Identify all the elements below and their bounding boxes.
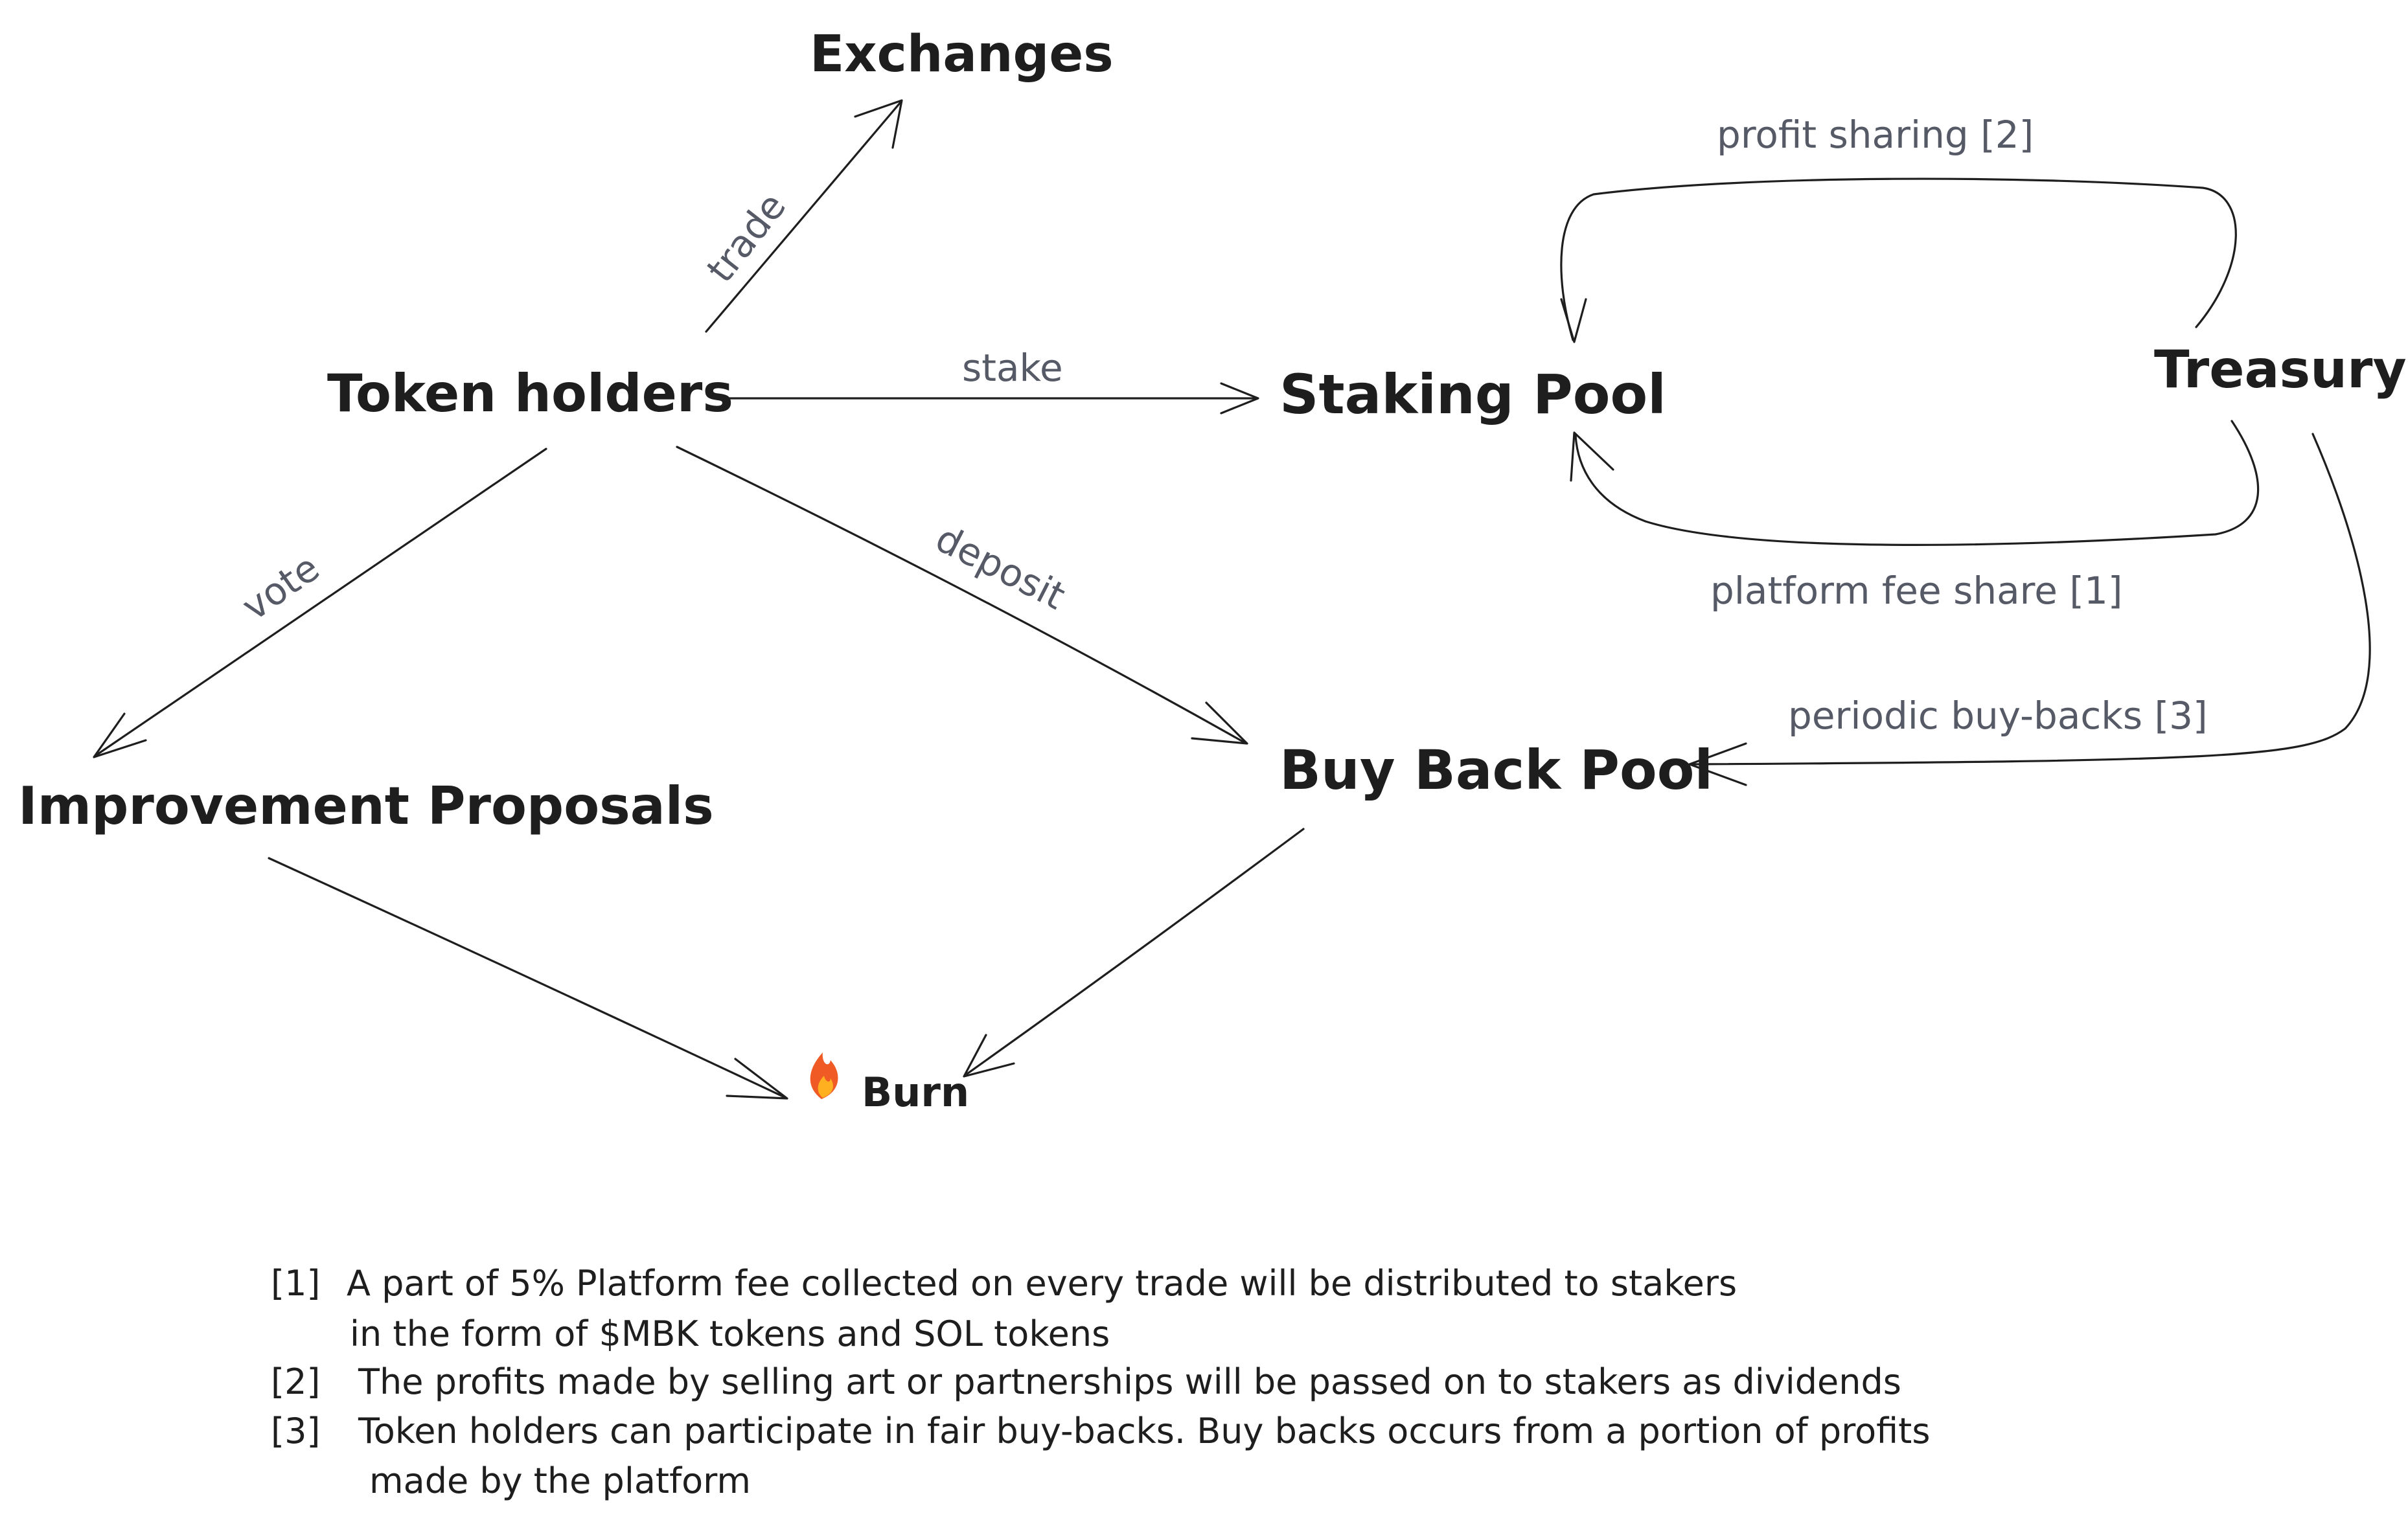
- edge-periodic-buy-backs: [1688, 433, 2371, 786]
- node-burn: Burn: [810, 1052, 969, 1116]
- note-3-line-1: Token holders can participate in fair bu…: [358, 1411, 1931, 1451]
- edge-stake: [720, 382, 1259, 415]
- node-treasury: Treasury: [2154, 339, 2407, 400]
- note-2-marker: [2]: [271, 1361, 321, 1402]
- node-staking-pool: Staking Pool: [1279, 363, 1666, 426]
- edge-platform-fee-share: [1570, 420, 2260, 546]
- note-1-marker: [1]: [271, 1263, 321, 1304]
- note-3-marker: [3]: [271, 1411, 321, 1451]
- note-2-line-1: The profits made by selling art or partn…: [358, 1361, 1901, 1402]
- node-burn-label: Burn: [862, 1069, 969, 1116]
- node-improvement-proposals: Improvement Proposals: [18, 776, 714, 836]
- node-buy-back-pool: Buy Back Pool: [1279, 738, 1713, 802]
- note-1-line-2: in the form of $MBK tokens and SOL token…: [350, 1313, 1110, 1354]
- edge-label-profit-sharing: profit sharing [2]: [1717, 113, 2034, 157]
- edge-label-periodic-buy-backs: periodic buy-backs [3]: [1788, 694, 2208, 738]
- edge-label-vote: vote: [234, 545, 327, 629]
- edge-profit-sharing: [1560, 177, 2237, 343]
- note-3-line-2: made by the platform: [369, 1460, 751, 1501]
- edge-label-stake: stake: [962, 346, 1063, 390]
- note-1-line-1: A part of 5% Platform fee collected on e…: [347, 1263, 1737, 1304]
- edge-label-deposit: deposit: [929, 516, 1072, 619]
- node-token-holders: Token holders: [327, 363, 733, 424]
- edge-vote: [93, 448, 547, 758]
- edge-trade: [705, 99, 903, 333]
- edge-deposit: [676, 446, 1248, 745]
- edge-label-platform-fee-share: platform fee share [1]: [1710, 569, 2122, 613]
- node-exchanges: Exchanges: [810, 25, 1114, 84]
- edge-buyback-to-burn: [963, 828, 1305, 1078]
- edge-label-trade: trade: [698, 185, 794, 291]
- edge-proposals-to-burn: [268, 857, 788, 1100]
- fire-icon: [810, 1052, 838, 1099]
- footnotes: [1] A part of 5% Platform fee collected …: [271, 1263, 1931, 1501]
